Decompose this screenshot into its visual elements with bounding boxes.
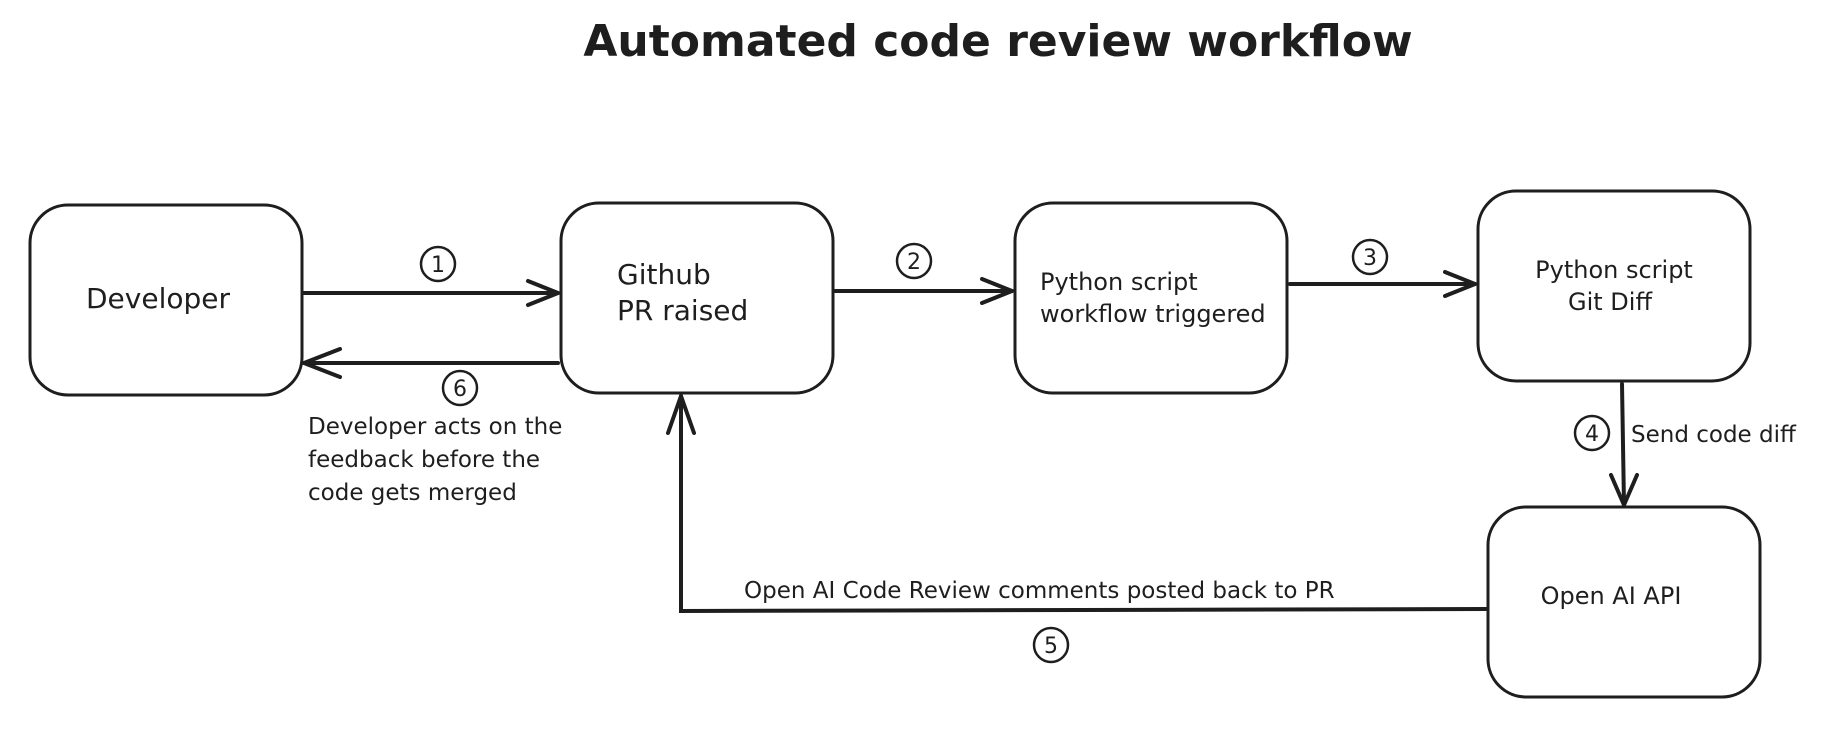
node-github-line2: PR raised [617,294,748,327]
node-openai-label: Open AI API [1541,582,1682,610]
edge-2-step-number: 2 [907,250,921,275]
node-developer: Developer [28,203,304,397]
edge-4-step-number: 4 [1585,422,1599,447]
edge-3-step-number: 3 [1363,246,1377,271]
node-python-gitdiff: Python script Git Diff [1476,189,1752,383]
node-gitdiff-line2: Git Diff [1568,288,1652,316]
node-github-line1: Github [617,258,711,291]
edge-6-label-line2: feedback before the [308,447,540,473]
edge-2-step-circle [895,242,933,280]
node-developer-label: Developer [86,282,230,315]
node-github-pr: Github PR raised [559,201,835,395]
node-workflow-line2: workflow triggered [1040,300,1266,328]
edge-6-arrowhead [302,347,342,379]
edge-6-step-number: 6 [453,377,467,402]
node-openai-api: Open AI API [1486,505,1762,699]
edge-3-step-circle [1351,238,1389,276]
edge-1-step-number: 1 [431,253,445,278]
edge-3-arrowhead [1443,270,1477,298]
edge-2-arrowhead [980,277,1014,305]
edge-4-step-circle [1573,414,1611,452]
edge-4-label: Send code diff [1631,422,1797,448]
edge-2-github-to-workflow: 2 [833,242,1014,305]
edge-5-arrowhead [666,394,696,435]
edge-5-openai-to-github: Open AI Code Review comments posted back… [666,394,1488,664]
edge-3-workflow-to-gitdiff: 3 [1288,238,1477,298]
node-workflow-line1: Python script [1040,268,1198,296]
edge-6-step-circle [441,369,479,407]
edge-1-arrowhead [526,279,560,307]
edge-6-label-line3: code gets merged [308,480,517,506]
edge-6-label-line1: Developer acts on the [308,414,562,440]
edge-1-developer-to-github: 1 [302,245,560,307]
edge-4-gitdiff-to-openai: 4 Send code diff [1573,382,1797,507]
edge-1-step-circle [419,245,457,283]
edge-6-github-to-developer: 6 Developer acts on the feedback before … [302,347,562,506]
edge-4-arrowhead [1609,473,1639,507]
node-gitdiff-line1: Python script [1535,256,1693,284]
diagram-title: Automated code review workflow [583,16,1412,67]
node-python-workflow: Python script workflow triggered [1013,201,1289,395]
edge-5-step-number: 5 [1044,634,1058,659]
edge-5-step-circle [1032,626,1070,664]
edge-5-label: Open AI Code Review comments posted back… [744,578,1335,604]
